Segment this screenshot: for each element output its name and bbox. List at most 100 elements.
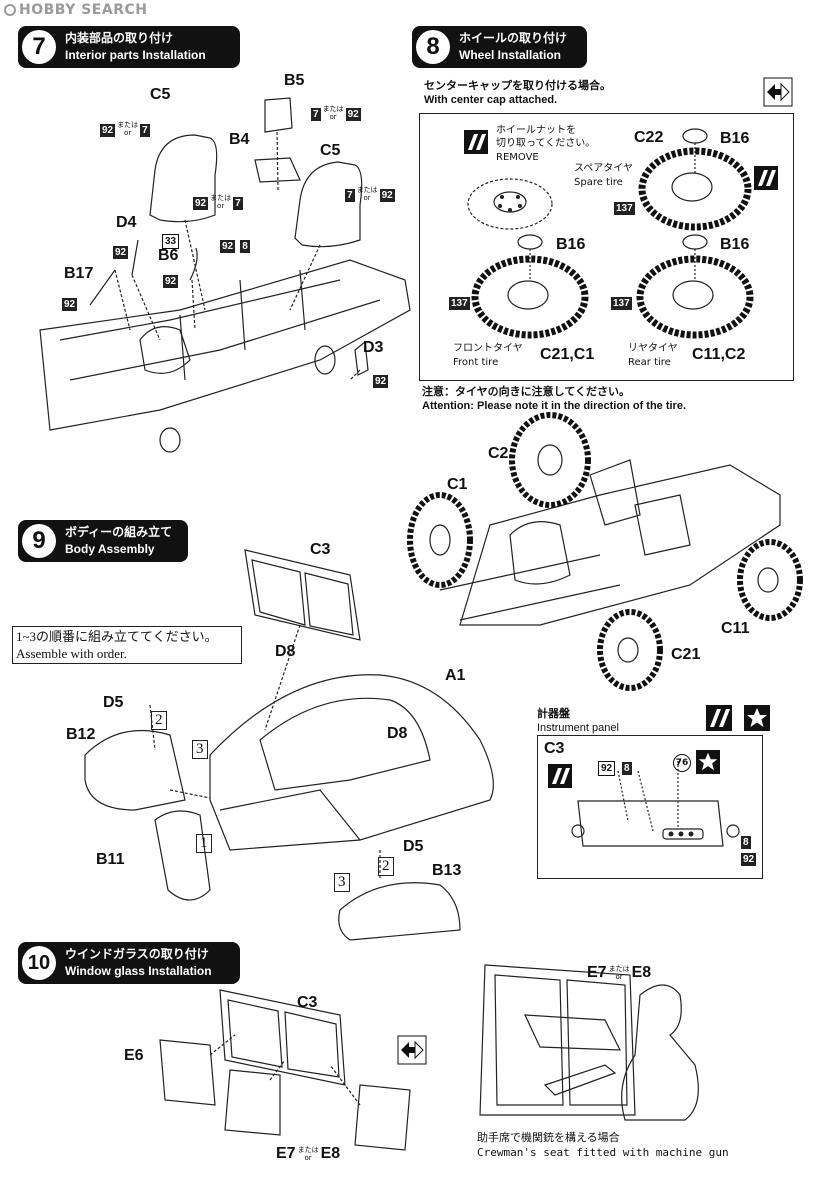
step9-part-d5b: D5	[403, 838, 424, 855]
paint-code: 7	[345, 189, 355, 202]
crewman-drawing	[479, 964, 699, 1121]
step7-part-b5: B5	[284, 72, 305, 89]
step7-paint-b6b: 92	[163, 269, 179, 288]
step7-title-jp: 内装部品の取り付け	[65, 31, 174, 45]
crew-part-e8: E8	[631, 964, 652, 981]
wheel-label-c2: C2	[488, 445, 509, 462]
or-en: or	[615, 972, 623, 981]
step8-drawing	[467, 128, 754, 339]
step7-part-d3: D3	[363, 339, 384, 356]
remove-text-en: REMOVE	[496, 152, 539, 163]
step7-part-b6: B6	[158, 247, 179, 264]
step10-part-c3: C3	[297, 994, 318, 1011]
watermark: HOBBY SEARCH	[4, 2, 147, 18]
front-tire-jp: フロントタイヤ	[453, 343, 523, 354]
step8-part-c22: C22	[634, 129, 664, 146]
paint-code: 92	[62, 298, 78, 311]
step8-title-en: Wheel Installation	[459, 48, 562, 62]
step8-part-b16b: B16	[556, 236, 586, 253]
step8-subtitle-jp: センターキャップを取り付ける場合。	[424, 79, 611, 92]
crew-part-e7: E7	[587, 964, 607, 981]
paint-code: 137	[449, 297, 470, 310]
step9-title-en: Body Assembly	[65, 542, 155, 556]
step7-drawing	[39, 97, 411, 453]
attention-en: Attention: Please note it in the directi…	[422, 400, 687, 412]
instrument-code-8a: 8	[622, 756, 632, 775]
or-jp: または	[322, 104, 344, 113]
or-jp: または	[608, 964, 630, 973]
wheel-label-c21: C21	[671, 646, 701, 663]
rear-tire-en: Rear tire	[628, 357, 671, 368]
star-icon	[744, 705, 770, 731]
remove-text-jp: ホイールナットを 切り取ってください。	[496, 125, 596, 149]
step9-part-d5a: D5	[103, 694, 124, 711]
instrument-code-92: 92	[598, 756, 616, 776]
step8-wheel-box: ホイールナットを 切り取ってください。 REMOVE スペアタイヤ Spare …	[419, 113, 794, 381]
or-en: or	[304, 1153, 312, 1162]
paint-code: 137	[614, 202, 635, 215]
step9-part-b12: B12	[66, 726, 96, 743]
step9-part-c3: C3	[310, 541, 331, 558]
order-mark-2b: 2	[378, 857, 394, 876]
instrument-title-en: Instrument panel	[537, 722, 619, 734]
step8-code-spare: 137	[614, 196, 635, 215]
order-mark-3a: 3	[192, 740, 208, 759]
attention-jp: 注意：タイヤの向きに注意してください。	[422, 385, 631, 398]
step10-part-e8: E8	[320, 1145, 341, 1162]
instrument-part-c3: C3	[544, 740, 565, 757]
step8-part-front: C21,C1	[540, 346, 595, 363]
step10-header: 10 ウインドガラスの取り付け Window glass Installatio…	[18, 942, 240, 984]
rear-tire-jp: リヤタイヤ	[628, 343, 678, 354]
step7-header: 7 内装部品の取り付け Interior parts Installation	[18, 26, 240, 68]
step7-paint-d4: 92	[113, 240, 129, 259]
step9-part-b13: B13	[432, 862, 462, 879]
paint-code: 92	[598, 761, 616, 776]
step8-number: 8	[416, 30, 450, 64]
step10-title-en: Window glass Installation	[65, 964, 212, 978]
step8-attention: 注意：タイヤの向きに注意してください。 Attention: Please no…	[422, 384, 686, 414]
order-note-jp: 1~3の順番に組み立ててください。	[16, 629, 218, 644]
instrument-remove-icon	[548, 764, 572, 788]
step8-header: 8 ホイールの取り付け Wheel Installation	[412, 26, 587, 68]
paint-code: 92	[193, 197, 209, 210]
step10-drawing	[159, 989, 411, 1151]
paint-code: 92	[741, 853, 757, 866]
spare-tire-jp: スペアタイヤ	[574, 163, 633, 174]
step10-number: 10	[22, 946, 56, 980]
order-mark-3b: 3	[334, 873, 350, 892]
step7-title-en: Interior parts Installation	[65, 48, 206, 62]
order-mark-2a: 2	[151, 711, 167, 730]
step7-part-d4: D4	[116, 214, 137, 231]
instrument-title-jp: 計器盤	[537, 707, 570, 720]
step10-part-e6: E6	[124, 1047, 144, 1064]
front-tire-en: Front tire	[453, 357, 499, 368]
order-mark-1: 1	[196, 834, 212, 853]
step7-paint-b6a: 33	[162, 229, 180, 249]
step9-order-note: 1~3の順番に組み立ててください。 Assemble with order.	[12, 626, 242, 664]
or-jp: または	[297, 1145, 319, 1154]
step8-part-rear: C11,C2	[692, 346, 746, 363]
step8-subtitle: センターキャップを取り付ける場合。 With center cap attach…	[424, 78, 611, 108]
paint-code: 92	[113, 246, 129, 259]
step7-part-b17: B17	[64, 265, 94, 282]
step9-header: 9 ボディーの組み立て Body Assembly	[18, 520, 188, 562]
paint-code: 92	[373, 375, 389, 388]
instrument-code-92b: 92	[741, 847, 757, 866]
instrument-code-8b: 8	[741, 830, 751, 849]
swap-arrow-icon-2	[397, 1035, 427, 1068]
instrument-box: C3 92 8 76 8 92	[537, 735, 763, 879]
swap-arrow-icon	[763, 77, 793, 110]
step9-part-a1: A1	[445, 667, 466, 684]
step9-drawing	[84, 549, 494, 941]
or-jp: または	[210, 193, 232, 202]
step7-part-c5a: C5	[150, 86, 171, 103]
crew-note-jp: 助手席で機関銃を構える場合	[477, 1131, 620, 1144]
step7-paint-d3: 92	[373, 369, 389, 388]
paint-code: 8	[240, 240, 250, 253]
crew-note: 助手席で機関銃を構える場合 Crewman's seat fitted with…	[477, 1130, 729, 1160]
